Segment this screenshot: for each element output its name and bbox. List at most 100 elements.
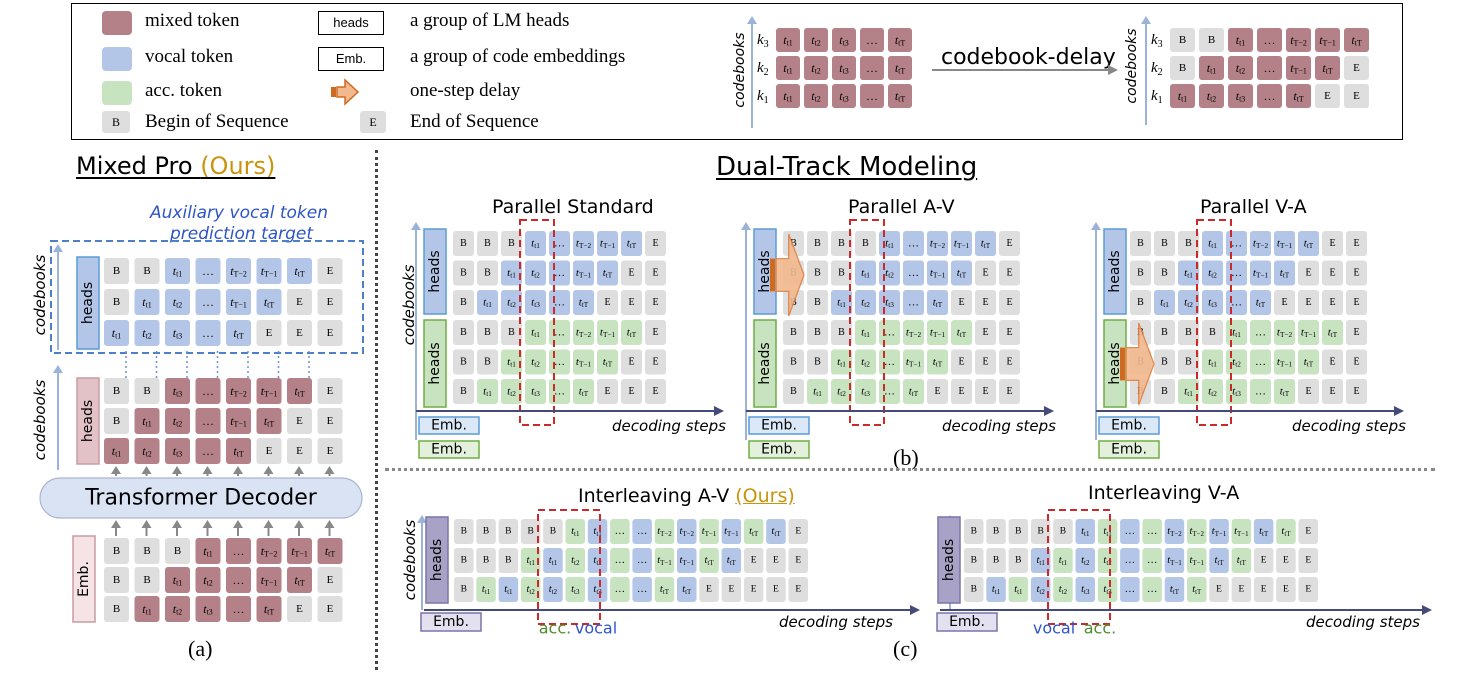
- token-cell: [549, 231, 570, 256]
- token-label: E: [982, 268, 988, 279]
- token-label: E: [1006, 238, 1012, 249]
- token-label: tt2: [549, 584, 558, 595]
- token-cell: [783, 320, 804, 345]
- token-subscript: tT: [1283, 390, 1290, 398]
- token-cell: [621, 349, 642, 375]
- token-cell: [951, 231, 972, 256]
- token-cell: [699, 577, 719, 602]
- token-subscript: tT: [298, 389, 305, 398]
- panel-b-av-emb-vocal: [748, 416, 810, 435]
- token-cell: [1274, 260, 1295, 286]
- token-cell: [165, 320, 190, 346]
- token-subscript: t3: [207, 607, 213, 616]
- panel-b-standard-xaxis-head: [714, 406, 724, 416]
- token-label: …: [554, 297, 565, 309]
- caption-c: (c): [893, 636, 918, 661]
- token-subscript: t1: [596, 530, 602, 537]
- token-cell: [525, 260, 546, 286]
- token-cell: [903, 349, 924, 375]
- token-label: tt1: [861, 327, 870, 339]
- token-subscript: tT: [582, 390, 589, 398]
- panel-a-decoder-in-arrow-head: [141, 520, 152, 528]
- token-subscript: t3: [843, 38, 849, 47]
- panel-b-va-decoding-label: decoding steps: [1292, 417, 1406, 435]
- token-cell: [927, 260, 948, 286]
- token-subscript: t3: [1239, 94, 1245, 103]
- legend-swatch-acc: [102, 81, 132, 105]
- panel-a-decoder-out-arrow-head: [141, 466, 152, 474]
- token-label: tt2: [1081, 555, 1090, 566]
- token-cell: [788, 548, 808, 573]
- token-label: …: [1147, 584, 1158, 595]
- token-subscript: T−2: [234, 269, 247, 278]
- token-label: tt1: [1208, 356, 1217, 368]
- token-cell: [453, 349, 474, 375]
- token-cell: [1276, 548, 1296, 573]
- token-subscript: tT: [606, 360, 613, 368]
- token-cell: [1178, 260, 1199, 286]
- token-label: tt1: [1232, 327, 1241, 339]
- token-cell: [832, 28, 856, 52]
- token-cell: [498, 548, 519, 573]
- token-subscript: t2: [529, 588, 535, 595]
- token-subscript: tT: [582, 301, 589, 309]
- token-cell: [1053, 519, 1073, 544]
- token-cell: [621, 260, 642, 286]
- token-cell: [888, 56, 912, 80]
- token-cell: [317, 438, 343, 464]
- token-cell: [1257, 56, 1282, 80]
- token-subscript: T−1: [1294, 66, 1307, 75]
- token-subscript: t2: [815, 94, 821, 103]
- token-label: B: [1015, 556, 1021, 566]
- token-label: tt2: [1184, 297, 1193, 309]
- panel-b-standard-heads-acc: [423, 319, 447, 408]
- token-subscript: t1: [510, 271, 516, 279]
- token-label: …: [1264, 33, 1276, 47]
- panel-a-title-ours: (Ours): [200, 152, 276, 180]
- token-cell: [766, 519, 786, 544]
- token-subscript: t1: [864, 271, 870, 279]
- token-cell: [831, 231, 852, 256]
- token-cell: [999, 290, 1020, 315]
- token-label: B: [1161, 327, 1168, 338]
- token-label: tt2: [885, 267, 894, 279]
- token-label: B: [1179, 34, 1186, 46]
- token-cell: [256, 408, 282, 434]
- token-label: E: [958, 357, 964, 368]
- token-label: tt1: [531, 238, 540, 250]
- panel-b-av-heads-acc: [753, 319, 777, 408]
- token-label: ttT: [1256, 297, 1266, 309]
- token-label: E: [982, 297, 988, 308]
- token-label: B: [1161, 386, 1168, 397]
- token-subscript: t1: [529, 559, 535, 566]
- token-subscript: T−1: [603, 331, 616, 339]
- token-cell: [951, 260, 972, 286]
- token-cell: [195, 408, 221, 434]
- token-subscript: t2: [146, 449, 152, 458]
- token-cell: [1142, 548, 1162, 573]
- token-label: tt3: [885, 297, 894, 309]
- token-cell: [1120, 548, 1140, 573]
- token-subscript: t1: [1163, 301, 1169, 309]
- token-cell: [610, 519, 630, 544]
- token-label: …: [1255, 386, 1266, 398]
- token-label: B: [1137, 238, 1144, 249]
- token-label: ttT: [1192, 584, 1202, 595]
- token-cell: [287, 596, 312, 622]
- legend-delay-label: one-step delay: [410, 80, 521, 101]
- token-subscript: t1: [1017, 588, 1023, 595]
- token-subscript: tT: [1217, 559, 1224, 566]
- panel-c-sub1-text: Interleaving A-V: [578, 485, 730, 507]
- token-cell: [964, 577, 984, 602]
- token-label: E: [296, 296, 303, 308]
- token-cell: [999, 349, 1020, 375]
- token-cell: [1257, 84, 1282, 108]
- token-label: E: [982, 357, 988, 368]
- token-label: B: [1185, 238, 1192, 249]
- token-label: ttT: [627, 238, 637, 250]
- panel-b-standard-emb-acc: [418, 440, 480, 459]
- token-label: ttT: [294, 573, 305, 587]
- token-cell: [525, 290, 546, 315]
